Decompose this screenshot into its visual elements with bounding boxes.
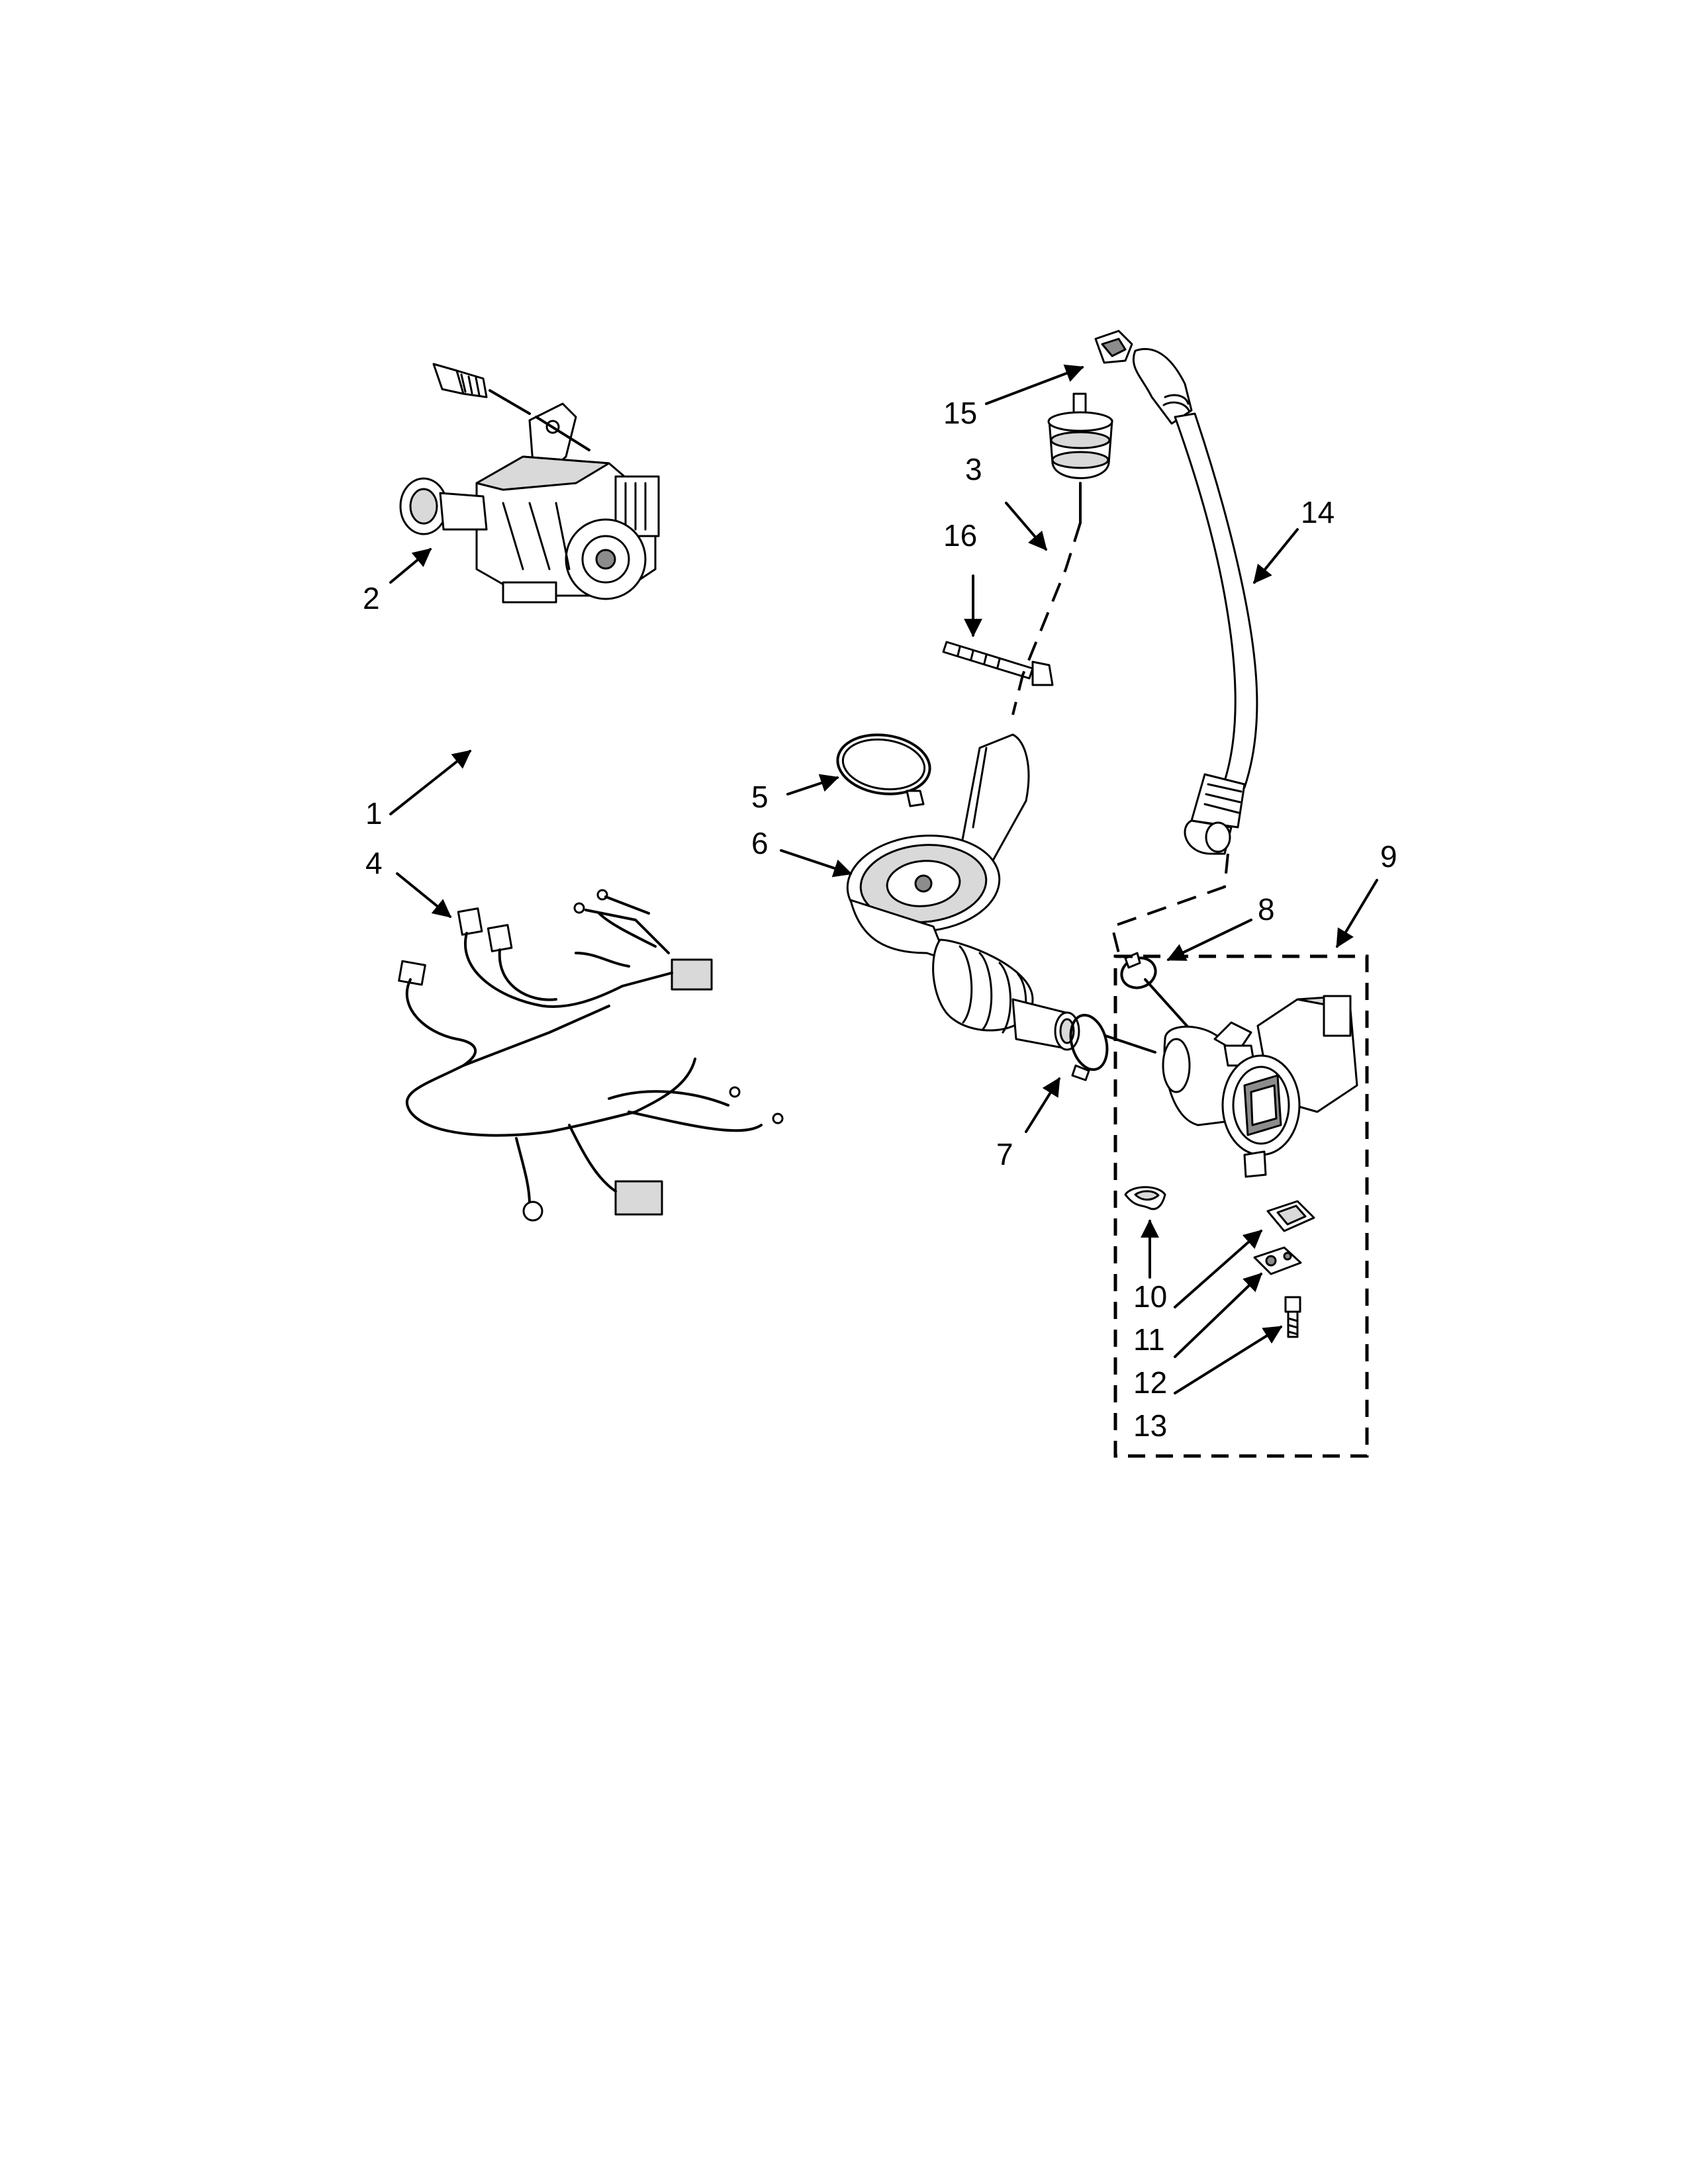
callout-11: 11 <box>1133 1322 1165 1357</box>
tub-outlet-part-6 <box>846 733 1080 1051</box>
callout-3: 3 <box>965 452 982 486</box>
callout-8: 8 <box>1258 892 1275 927</box>
vent-part-3 <box>1047 392 1113 524</box>
callout-12: 12 <box>1133 1365 1167 1400</box>
clip-part-10 <box>1124 1186 1166 1210</box>
callout-1: 1 <box>365 796 383 831</box>
callout-14: 14 <box>1301 495 1335 529</box>
callout-7: 7 <box>996 1137 1013 1171</box>
callout-9: 9 <box>1380 839 1397 874</box>
clamp-part-15 <box>1094 330 1133 364</box>
clamp-ring-part-5 <box>836 733 931 807</box>
mount-part-11 <box>1266 1200 1315 1232</box>
tie-strap-part-16 <box>942 641 1054 686</box>
wire-harness-part-4 <box>398 889 784 1222</box>
callout-2: 2 <box>363 581 380 615</box>
leader-arrows <box>389 364 1378 1394</box>
callout-15: 15 <box>943 396 977 430</box>
callout-10: 10 <box>1133 1279 1167 1314</box>
callout-13: 13 <box>1133 1408 1167 1443</box>
drain-pump-part-9 <box>1162 995 1358 1178</box>
motor-part-1 <box>399 402 660 604</box>
callout-4: 4 <box>365 846 383 880</box>
drain-hose-part-14 <box>1110 347 1258 954</box>
callouts: 1 2 3 4 5 6 7 8 9 10 11 12 13 14 15 16 <box>363 396 1397 1443</box>
callout-5: 5 <box>751 780 769 814</box>
pump-assembly-boundary-part-9 <box>1113 954 1369 1458</box>
callout-16: 16 <box>943 518 977 553</box>
screw-part-2 <box>432 363 531 415</box>
plate-part-12 <box>1253 1246 1302 1275</box>
screw-part-13 <box>1284 1296 1301 1338</box>
callout-6: 6 <box>751 826 769 860</box>
clamp-part-7 <box>1069 1013 1156 1081</box>
